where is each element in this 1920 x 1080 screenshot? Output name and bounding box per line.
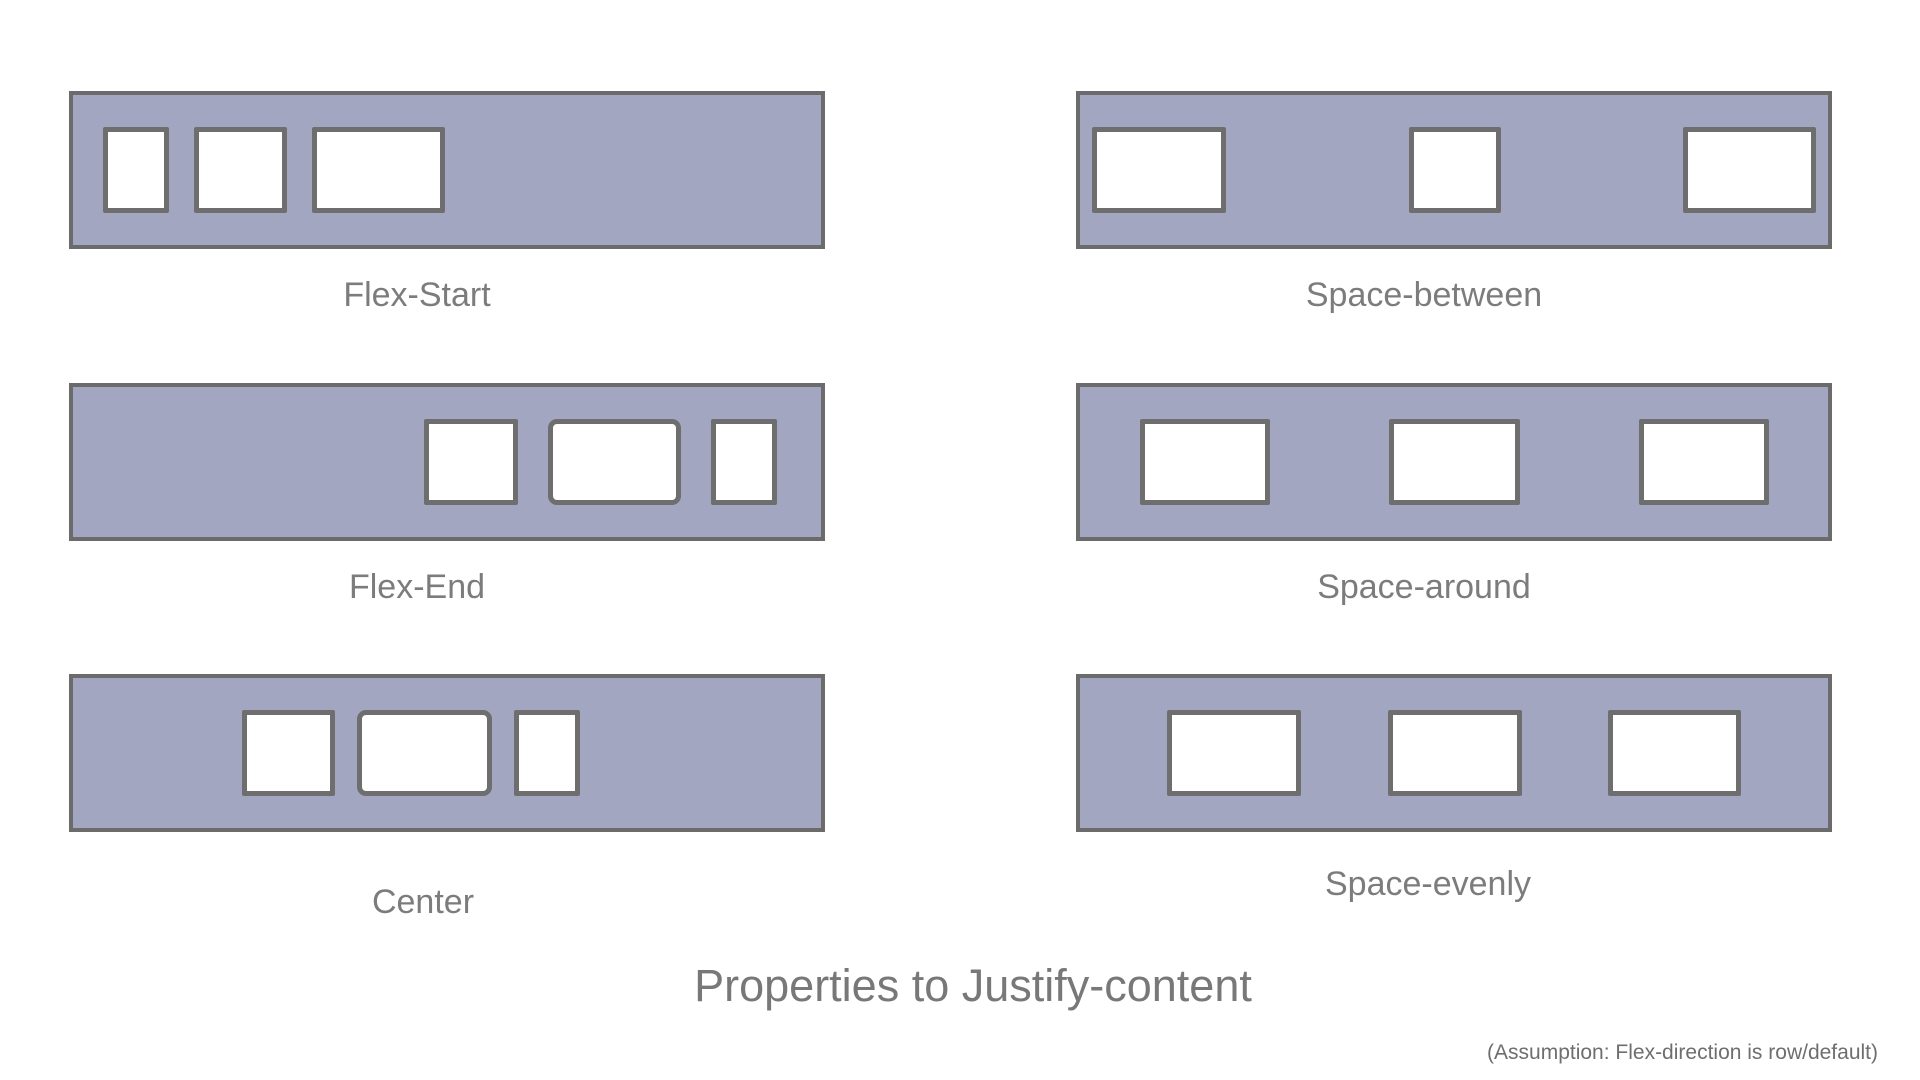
flex-item-box bbox=[424, 419, 518, 505]
flex-container-bar-space-evenly bbox=[1076, 674, 1832, 832]
flex-item-box bbox=[548, 419, 681, 505]
panel-flex-start: Flex-Start bbox=[69, 91, 825, 315]
panel-label-center: Center bbox=[371, 883, 475, 921]
flex-item-box bbox=[1387, 710, 1522, 796]
panel-label-space-between: Space-between bbox=[1305, 276, 1543, 314]
flex-item-box bbox=[1388, 419, 1520, 505]
flex-item-box bbox=[1139, 419, 1270, 505]
panel-space-around: Space-around bbox=[1076, 383, 1832, 607]
flex-item-box bbox=[1408, 127, 1501, 213]
assumption-note: (Assumption: Flex-direction is row/defau… bbox=[1487, 1041, 1878, 1064]
panel-space-evenly: Space-evenly bbox=[1076, 674, 1832, 904]
panel-label-flex-end: Flex-End bbox=[348, 568, 486, 606]
flex-item-box bbox=[194, 127, 287, 213]
panel-center: Center bbox=[69, 674, 825, 922]
panel-label-space-evenly: Space-evenly bbox=[1324, 865, 1531, 903]
flex-item-box bbox=[711, 419, 777, 505]
flex-item-box bbox=[357, 710, 492, 796]
flex-item-box bbox=[242, 710, 335, 796]
flex-item-box bbox=[514, 710, 580, 796]
flex-item-box bbox=[1608, 710, 1742, 796]
flex-container-bar-space-between bbox=[1076, 91, 1832, 249]
panel-space-between: Space-between bbox=[1076, 91, 1832, 315]
flex-container-bar-space-around bbox=[1076, 383, 1832, 541]
panel-label-space-around: Space-around bbox=[1317, 568, 1531, 606]
flex-item-box bbox=[1638, 419, 1769, 505]
panel-flex-end: Flex-End bbox=[69, 383, 825, 607]
flex-item-box bbox=[1166, 710, 1301, 796]
flex-item-box bbox=[312, 127, 445, 213]
flex-item-box bbox=[1683, 127, 1816, 213]
flex-container-bar-center bbox=[69, 674, 825, 832]
panel-label-flex-start: Flex-Start bbox=[343, 276, 491, 314]
diagram-title: Properties to Justify-content bbox=[694, 960, 1252, 1011]
flex-item-box bbox=[1092, 127, 1226, 213]
flex-container-bar-flex-start bbox=[69, 91, 825, 249]
flex-container-bar-flex-end bbox=[69, 383, 825, 541]
flex-item-box bbox=[103, 127, 169, 213]
